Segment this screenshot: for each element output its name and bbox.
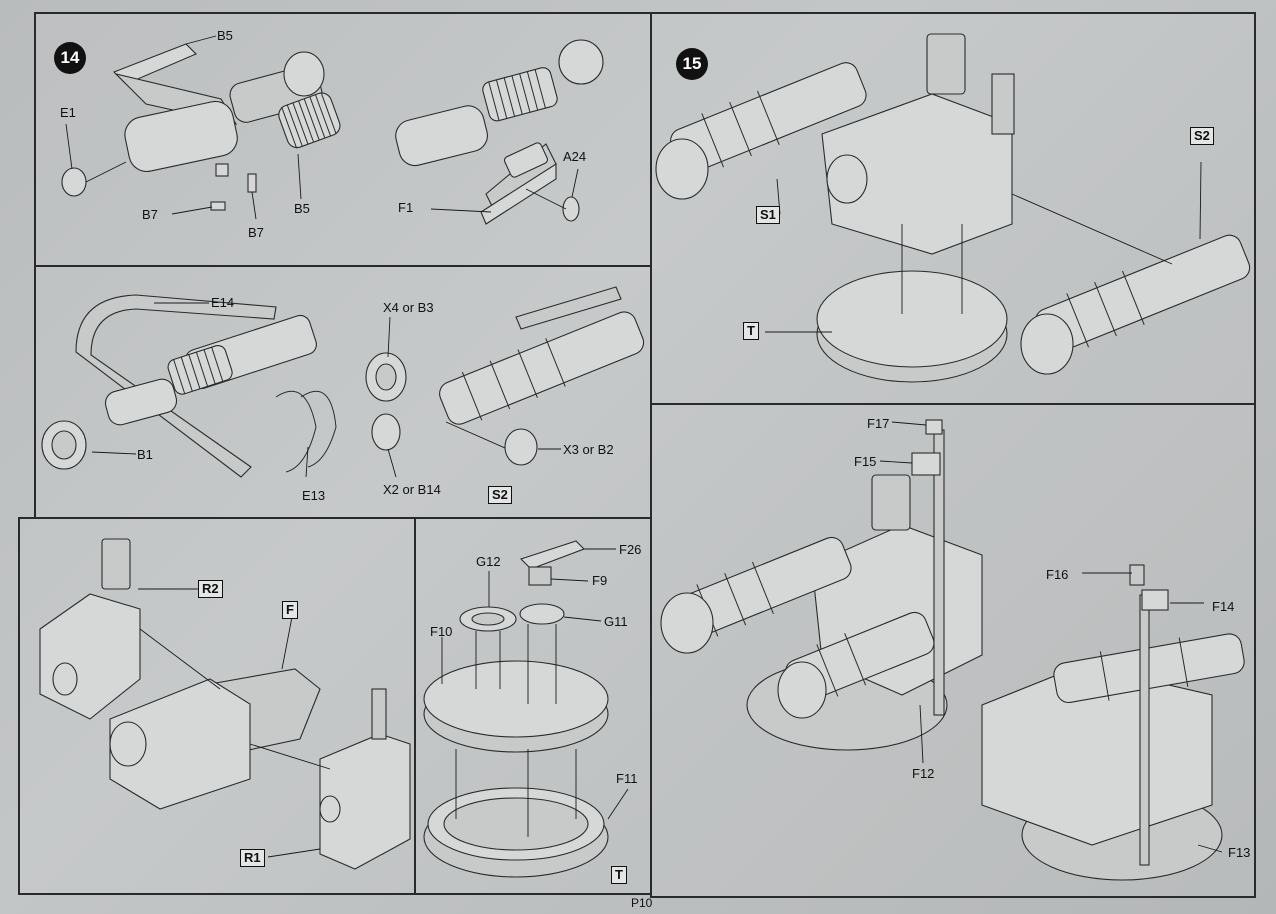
- turntable-assembly-drawing: [423, 540, 629, 878]
- panel-step-15-a: 15 S1 S2 T: [650, 12, 1256, 405]
- step-number-badge: 15: [676, 48, 708, 80]
- part-label-x2-or-b14: X2 or B14: [383, 482, 441, 497]
- part-label-a24: A24: [563, 149, 587, 164]
- turret-body-assembly-drawing: [39, 538, 411, 870]
- part-label-f10: F10: [430, 624, 453, 639]
- panel-step-15-b: F17 F15 F16 F14 F12 F13: [650, 403, 1256, 898]
- part-label-b7-right: B7: [248, 225, 264, 240]
- part-label-e14: E14: [211, 295, 235, 310]
- gun-barrel-assembly-drawing: [61, 35, 604, 225]
- panel-step-14-a: 14 B5 E1 B7 B7 B5 A24 F1: [34, 12, 652, 267]
- panel-step-14-b: E14 B1 E13 X4 or B3 X3 or B2 X2 or B14 S…: [34, 265, 652, 519]
- part-label-f11: F11: [616, 771, 638, 786]
- part-label-e1: E1: [60, 105, 76, 120]
- sub-assembly-ref-s2: S2: [488, 486, 512, 504]
- part-label-f1: F1: [398, 200, 414, 215]
- part-label-f26: F26: [619, 542, 642, 557]
- part-label-f9: F9: [592, 573, 608, 588]
- part-label-f13: F13: [1228, 845, 1251, 860]
- sub-assembly-ref-r2: R2: [198, 580, 223, 598]
- part-label-f15: F15: [854, 454, 877, 469]
- step-number-badge: 14: [54, 42, 86, 74]
- part-label-x3-or-b2: X3 or B2: [563, 442, 614, 457]
- part-label-f17: F17: [867, 416, 890, 431]
- panel-base-turntable: F26 G12 F9 G11 F10 F11 T: [414, 517, 652, 895]
- part-label-b5-top: B5: [217, 28, 233, 43]
- part-label-f12: F12: [912, 766, 935, 781]
- part-label-b1: B1: [137, 447, 153, 462]
- sub-assembly-ref-f: F: [282, 601, 298, 619]
- part-label-b7-left: B7: [142, 207, 158, 222]
- part-label-e13: E13: [302, 488, 326, 503]
- part-label-f16: F16: [1046, 567, 1069, 582]
- sub-assembly-ref-t: T: [743, 322, 759, 340]
- panel-turret-body: R2 F R1: [18, 517, 416, 895]
- sub-assembly-ref-t: T: [611, 866, 627, 884]
- sub-assembly-ref-r1: R1: [240, 849, 265, 867]
- page-number: P10: [631, 896, 653, 910]
- final-assembly-drawing: [660, 419, 1245, 881]
- sub-assembly-ref-s2: S2: [1190, 127, 1214, 145]
- part-label-b5-bottom: B5: [294, 201, 310, 216]
- gun-frame-assembly-drawing: [41, 286, 645, 478]
- part-label-g11: G11: [604, 614, 628, 629]
- part-label-f14: F14: [1212, 599, 1235, 614]
- part-label-g12: G12: [476, 554, 501, 569]
- part-label-x4-or-b3: X4 or B3: [383, 300, 434, 315]
- sub-assembly-ref-s1: S1: [756, 206, 780, 224]
- turret-assembly-drawing: [655, 33, 1251, 383]
